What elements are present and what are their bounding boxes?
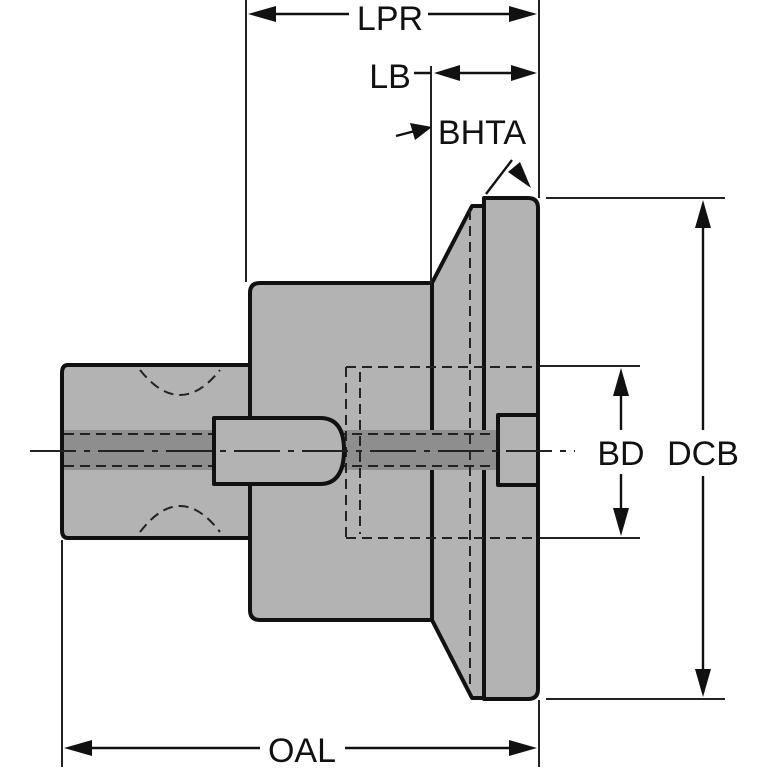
shank-channel-hidden-line: [64, 433, 536, 467]
dcb-label: DCB: [667, 435, 739, 473]
bhta-callout: BHTA: [395, 114, 531, 195]
bore-hidden-outline: [345, 366, 538, 539]
bhta-label: BHTA: [438, 114, 526, 152]
dcb-bottom-arrow: [695, 669, 711, 697]
lb-right-arrow: [511, 65, 537, 81]
bhta-left-arrow: [410, 123, 432, 140]
oal-right-arrow: [509, 740, 537, 756]
lpr-left-arrow: [248, 6, 276, 22]
bd-dimension: BD: [597, 368, 646, 536]
lpr-dimension: LPR: [248, 0, 537, 38]
oal-left-arrow: [64, 740, 92, 756]
bd-label: BD: [597, 435, 644, 473]
oal-label: OAL: [268, 732, 336, 767]
lb-label: LB: [369, 58, 411, 96]
bd-top-arrow: [613, 368, 629, 396]
bhta-right-arrow: [508, 162, 531, 188]
lb-left-arrow: [434, 65, 460, 81]
lpr-right-arrow: [509, 6, 537, 22]
lpr-label: LPR: [357, 0, 423, 38]
dcb-dimension: DCB: [667, 200, 739, 697]
lb-dimension: LB: [369, 58, 537, 96]
dcb-top-arrow: [695, 200, 711, 228]
shank-flat-hidden-arcs: [139, 369, 221, 533]
bd-bottom-arrow: [613, 508, 629, 536]
oal-dimension: OAL: [64, 732, 537, 770]
